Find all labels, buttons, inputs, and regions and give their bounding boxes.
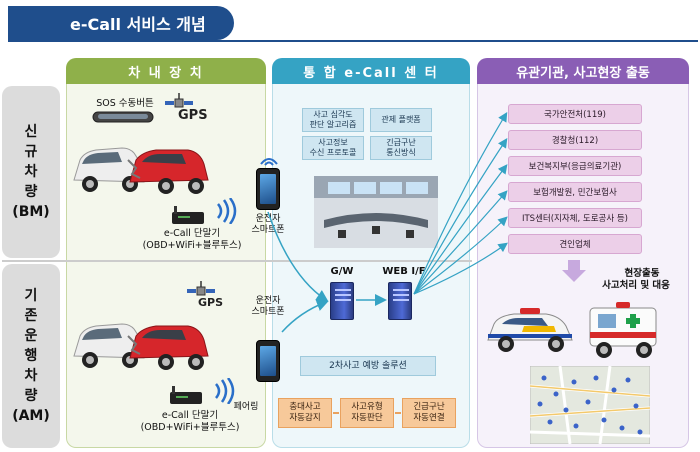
side-bm-char: (BM) (12, 204, 50, 220)
org-insurance: 보험개발원, 민간보험사 (508, 182, 642, 202)
crash-cars-image-top (73, 147, 209, 194)
police-car-image (487, 308, 573, 352)
web-if-label: WEB I/F (382, 266, 426, 277)
side-bm-char: 차 (24, 164, 38, 180)
center-box-text: 사고 심각도 (313, 110, 353, 119)
side-bm-char: 신 (24, 124, 38, 140)
accident-map-image (530, 366, 650, 444)
column-header-vehicle: 차 내 장 치 (66, 58, 266, 84)
phone-label-top-2: 스마트폰 (251, 225, 285, 235)
flow-step-text: 사고유형 (351, 402, 383, 412)
flow-step-text: 자동판단 (351, 413, 383, 423)
org-its-center: ITS센터(지자체, 도로공사 등) (508, 208, 642, 228)
center-box-text: 판단 알고리즘 (309, 120, 357, 129)
phone-label-bottom-2: 스마트폰 (251, 307, 285, 317)
secondary-prevention-box: 2차사고 예방 솔루션 (300, 356, 436, 376)
control-room-image (314, 176, 438, 248)
flow-step-text: 자동연결 (413, 413, 445, 423)
column-header-center: 통 합 e-Call 센 터 (272, 58, 470, 84)
terminal-label-bottom-2: (OBD+WiFi+블루투스) (140, 422, 240, 433)
side-am-char: 운 (24, 328, 38, 344)
gps-label-top: GPS (178, 108, 208, 123)
smartphone-icon-bottom (256, 340, 280, 382)
satellite-icon-bottom (187, 281, 215, 296)
center-box-text: 관제 플랫폼 (381, 115, 421, 124)
terminal-label-bottom-1: e-Call 단말기 (161, 410, 219, 421)
smartphone-icon-top (256, 168, 280, 210)
center-box-text: 수신 프로토콜 (309, 148, 357, 157)
phone-label-bottom-1: 운전자 (255, 296, 281, 306)
web-server-icon (388, 282, 412, 320)
gateway-server-icon (330, 282, 354, 320)
side-am-char: (AM) (12, 408, 50, 424)
org-towing: 견인업체 (508, 234, 642, 254)
side-am-char: 량 (24, 388, 38, 404)
center-box-text: 긴급구난 (386, 138, 416, 147)
gw-label: G/W (330, 266, 354, 277)
phone-label-top-1: 운전자 (255, 214, 281, 224)
phone-signal-icon-top (260, 158, 278, 166)
side-bm-char: 량 (24, 184, 38, 200)
ecall-terminal-icon-top (172, 206, 204, 224)
wireless-signal-icon-top (217, 198, 237, 224)
org-safety-119: 국가안전처(119) (508, 104, 642, 124)
org-health-ministry: 보건복지부(응급의료기관) (508, 156, 642, 176)
column-header-agencies: 유관기관, 사고현장 출동 (477, 58, 689, 84)
terminal-label-top-2: (OBD+WiFi+블루투스) (142, 240, 242, 251)
rearview-mirror-icon (92, 111, 154, 123)
side-am-char: 존 (24, 308, 38, 324)
wireless-signal-icon-bottom (215, 378, 235, 404)
center-box-text: 사고정보 (318, 138, 348, 147)
ambulance-image (589, 302, 657, 358)
side-bm-char: 규 (24, 144, 38, 160)
side-am-char: 기 (24, 288, 38, 304)
flow-step-text: 긴급구난 (413, 402, 445, 412)
ecall-terminal-icon-bottom (170, 386, 202, 404)
page-title: e-Call 서비스 개념 (8, 6, 234, 40)
dispatch-label-1: 현장출동 (624, 268, 660, 279)
flow-step-text: 자동감지 (289, 413, 321, 423)
pairing-label: 페어링 (233, 402, 259, 412)
title-underline (8, 40, 698, 42)
terminal-label-top-1: e-Call 단말기 (163, 228, 221, 239)
dispatch-label-2: 사고처리 및 대응 (602, 280, 670, 291)
side-tab-new-vehicle: 신 규 차 량 (BM) (2, 86, 60, 258)
center-box-platform: 관제 플랫폼 (370, 108, 432, 132)
crash-cars-image-bottom (73, 323, 209, 370)
side-am-char: 차 (24, 368, 38, 384)
satellite-icon (165, 93, 193, 108)
center-box-text: 통신방식 (386, 148, 416, 157)
down-arrow-icon (562, 260, 586, 282)
flow-step-text: 충대사고 (289, 402, 321, 412)
side-am-char: 행 (24, 348, 38, 364)
row-divider (2, 260, 472, 262)
sos-button-label: SOS 수동버튼 (96, 98, 154, 109)
side-tab-existing-vehicle: 기 존 운 행 차 량 (AM) (2, 264, 60, 448)
gps-label-bottom: GPS (198, 296, 224, 309)
org-police-112: 경찰청(112) (508, 130, 642, 150)
